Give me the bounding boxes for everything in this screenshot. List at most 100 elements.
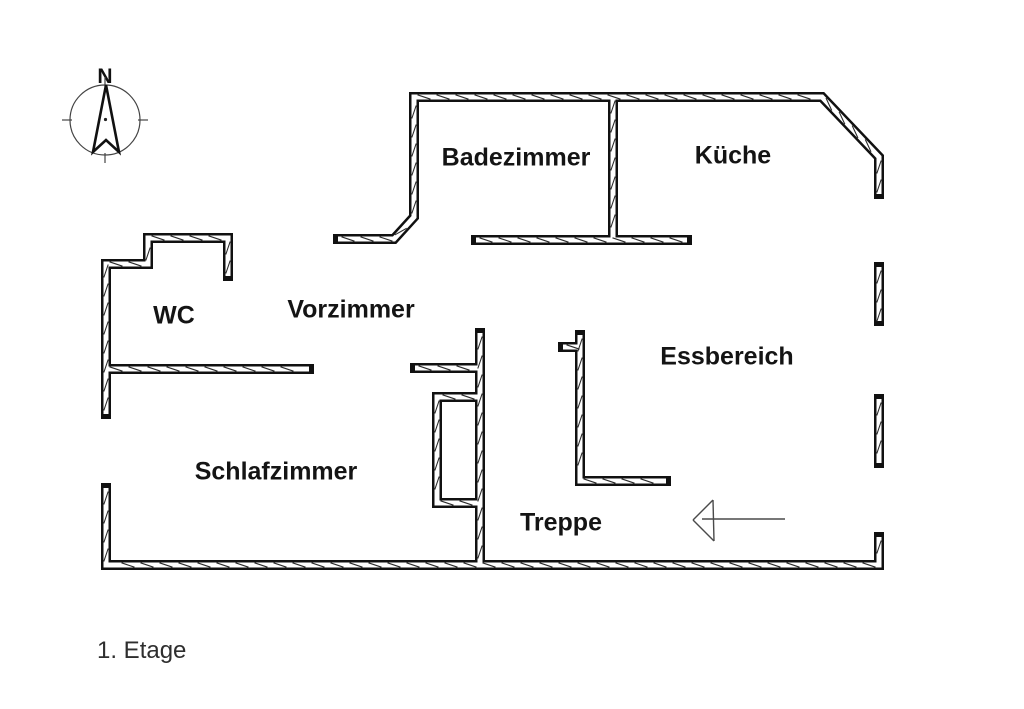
wall-hatch-tick [178,562,192,568]
wall-hatch-tick [103,264,109,278]
wall-hatch-tick [588,94,602,100]
wall-hatch-tick [577,433,583,447]
wall-hatch-tick [461,394,475,400]
wall-hatch-tick [170,235,184,241]
wall-hatch-tick [566,344,580,350]
wall-hatch-tick [876,179,882,193]
wall-hatch-tick [477,450,483,464]
room-label-badezimmer: Badezimmer [441,143,591,172]
wall-hatch-tick [610,195,616,209]
wall-hatch-tick [683,94,697,100]
wall-vorzimmer-top-and-outer-north-core [338,94,882,242]
wall-hatch-tick [411,124,417,138]
wall-hatch-tick [691,562,705,568]
wall-hatch-tick [145,247,151,261]
wall-hatch-tick [128,366,142,372]
wall-hatch-tick [103,283,109,297]
wall-hatch-tick [876,270,882,284]
arrow-head-line [712,499,715,542]
wall-ess-partition-outline [575,330,671,486]
wall-hatch-tick [455,94,469,100]
wall-hatch-tick [411,181,417,195]
wall-hatch-tick [593,237,607,243]
wall-hatch-tick [292,562,306,568]
wall-hatch-tick [477,336,483,350]
wall-hatch-tick [235,562,249,568]
wall-hatch-tick [493,94,507,100]
wall-hatch-tick [459,500,473,506]
wall-hatch-tick [456,365,470,371]
wall-hatch-tick [349,562,363,568]
wall-hatch-tick [610,214,616,228]
wall-hatch-tick [558,562,572,568]
room-label-essbereich: Essbereich [660,342,794,371]
wall-hatch-tick [477,507,483,521]
wall-hatch-tick [574,237,588,243]
wall-hatch-tick [577,452,583,466]
wall-hatch-tick [411,200,417,214]
wall-hatch-tick [876,440,882,454]
walls-core-layer [103,94,882,568]
wall-hatch-tick [442,394,456,400]
wall-hatch-tick [876,402,882,416]
wall-hatch-tick [482,562,496,568]
wall-hatch-tick [721,94,735,100]
wall-hatch-tick [631,237,645,243]
wall-hatch-tick [778,94,792,100]
wall-hatch-tick [650,237,664,243]
floor-title: 1. Etage [97,637,187,664]
wall-hatch-tick [610,119,616,133]
room-label-treppe: Treppe [520,508,602,537]
wall-hatch-tick [876,540,882,554]
wall-hatch-tick [596,562,610,568]
wall-hatch-tick [577,357,583,371]
room-label-schlafzimmer: Schlafzimmer [194,457,358,486]
wall-hatch-tick [577,414,583,428]
wall-hatch-tick [797,94,811,100]
wall-hatch-tick [425,562,439,568]
wall-hatch-tick [444,562,458,568]
wall-hatch-tick [394,227,407,236]
wall-hatch-tick [103,302,109,316]
wall-hatch-tick [103,378,109,392]
wall-hatch-tick [864,139,872,153]
wall-hatch-tick [607,94,621,100]
wall-hatch-tick [862,562,876,568]
wall-hatch-tick [223,366,237,372]
wall-stair-shaft-outline [432,392,483,508]
wall-hatch-tick [748,562,762,568]
wall-hatch-tick [411,105,417,119]
wall-hatch-tick [653,562,667,568]
wall-hatch-tick [128,261,142,267]
wall-hatch-tick [341,236,355,242]
wall-hatch-tick [103,510,109,524]
wall-hatch-tick [103,340,109,354]
wall-hatch-tick [577,395,583,409]
wall-hatch-tick [610,100,616,114]
wall-hatch-tick [103,359,109,373]
wall-hatch-tick [406,562,420,568]
compass-n-label: N [97,65,112,88]
wall-hatch-tick [876,160,882,174]
wall-hatch-tick [147,366,161,372]
wall-hatch-tick [786,562,800,568]
wall-hatch-tick [876,289,882,303]
wall-hatch-tick [477,526,483,540]
wall-hatch-tick [151,235,165,241]
wall-hatch-tick [876,308,882,322]
compass-center-dot [103,117,108,122]
wall-hatch-tick [612,237,626,243]
wall-hatch-tick [418,365,432,371]
wall-hatch-tick [477,355,483,369]
wall-hatch-tick [379,236,393,242]
wall-hatch-tick [477,374,483,388]
wall-hatch-tick [759,94,773,100]
wall-hatch-tick [434,457,440,471]
room-label-wc: WC [153,301,195,330]
wall-hatch-tick [330,562,344,568]
wall-hatch-tick [477,545,483,559]
wall-hatch-tick [189,235,203,241]
wall-hatch-tick [645,94,659,100]
wall-hatch-tick [767,562,781,568]
wall-hatch-tick [634,562,648,568]
